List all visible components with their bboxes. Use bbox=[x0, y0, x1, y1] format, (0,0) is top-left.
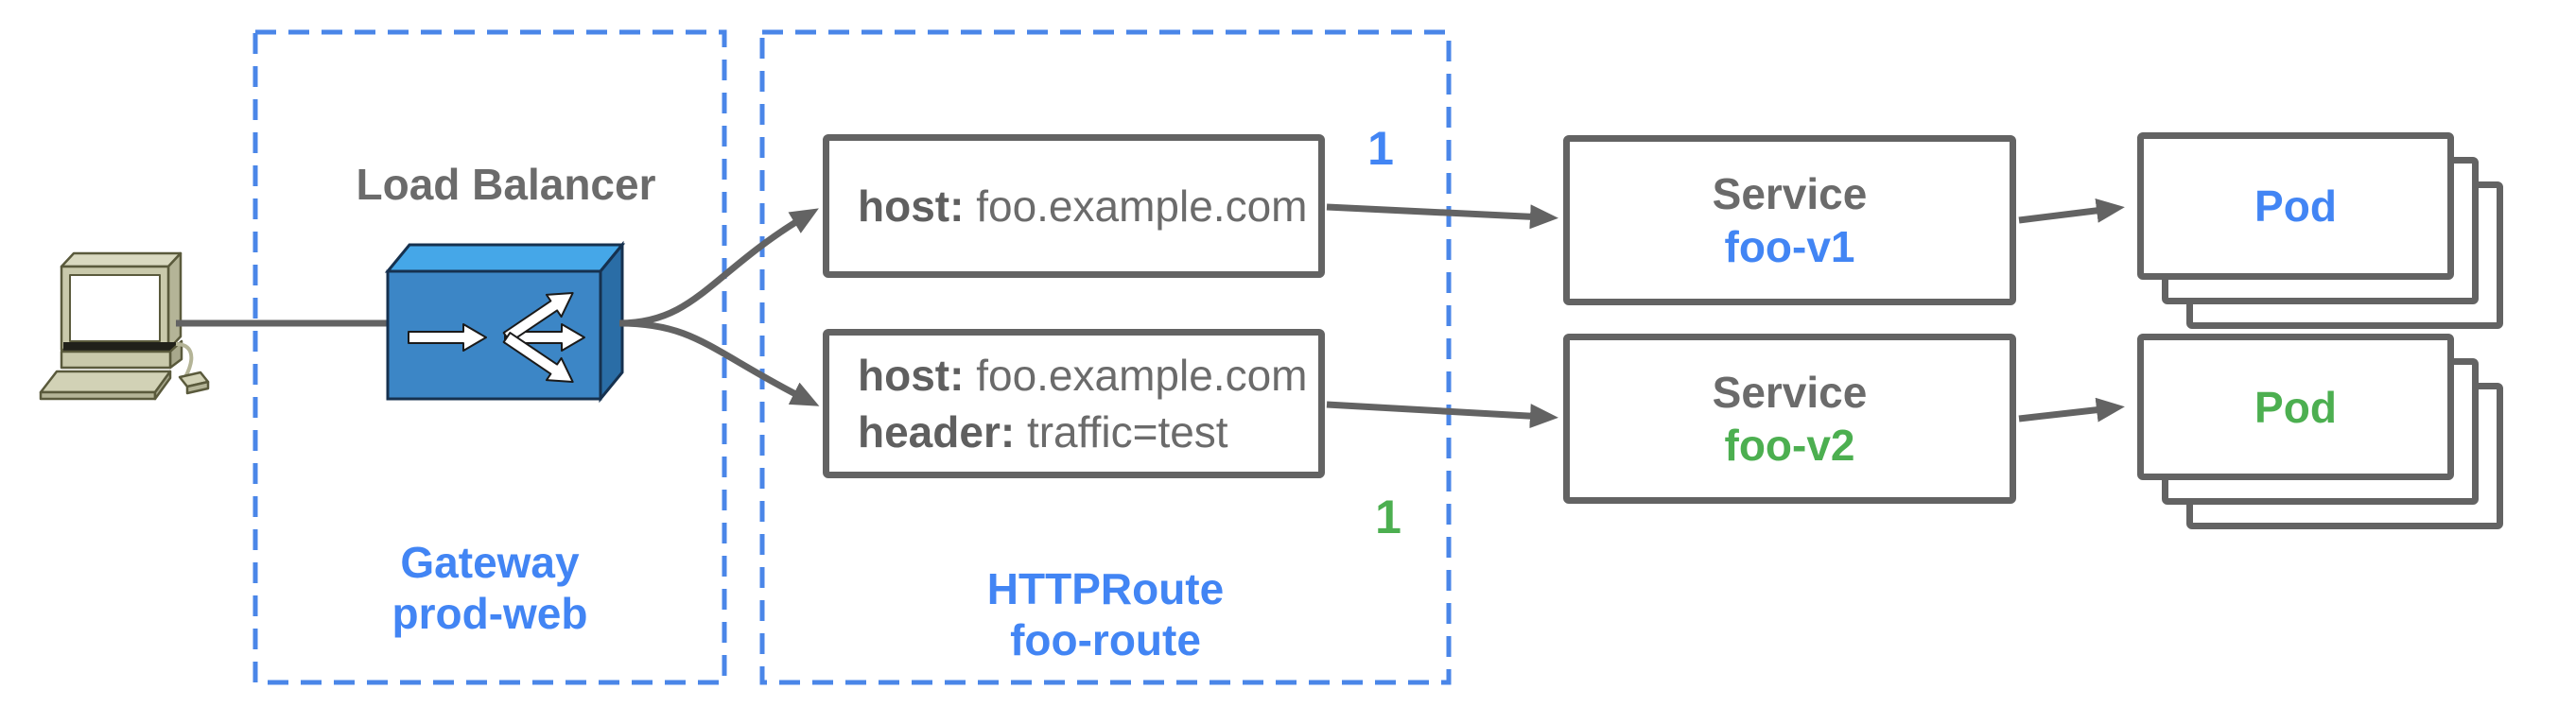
connector-service1-to-pod1 bbox=[2018, 198, 2125, 224]
gateway-label: Gateway prod-web bbox=[255, 537, 724, 639]
rule-1-host-key: host: bbox=[858, 181, 965, 231]
rule-2-host-key: host: bbox=[858, 351, 965, 400]
httproute-rule-1: host: foo.example.com bbox=[823, 134, 1325, 278]
rule-2-host-value: foo.example.com bbox=[976, 351, 1308, 400]
rule-1-match: host: foo.example.com bbox=[858, 178, 1318, 234]
pod-1: Pod bbox=[2137, 132, 2454, 280]
httproute-rule-2: host: foo.example.com header: traffic=te… bbox=[823, 329, 1325, 478]
rule-1-host-value: foo.example.com bbox=[976, 181, 1308, 231]
service-2-name: foo-v2 bbox=[1724, 421, 1855, 470]
connector-service2-to-pod2 bbox=[2018, 397, 2125, 422]
pod-1-label: Pod bbox=[2254, 181, 2337, 231]
gateway-kind: Gateway bbox=[400, 538, 580, 587]
rule-1-weight: 1 bbox=[1367, 122, 1394, 175]
rule-2-weight: 1 bbox=[1375, 491, 1401, 543]
rule-2-header-value: traffic=test bbox=[1026, 407, 1228, 457]
service-1-name: foo-v1 bbox=[1724, 222, 1855, 271]
httproute-kind: HTTPRoute bbox=[986, 564, 1225, 613]
connector-lb-to-rule1 bbox=[618, 208, 819, 327]
service-2-title: Service bbox=[1712, 368, 1868, 417]
gateway-name: prod-web bbox=[392, 589, 588, 638]
connector-rule1-to-service1 bbox=[1326, 203, 1558, 230]
service-foo-v1: Service foo-v1 bbox=[1563, 135, 2016, 305]
service-1-title: Service bbox=[1712, 169, 1868, 218]
rule-2-host-match: host: foo.example.com bbox=[858, 347, 1318, 404]
httproute-name: foo-route bbox=[1010, 615, 1201, 664]
connector-rule2-to-service2 bbox=[1326, 401, 1558, 429]
desktop-computer-icon bbox=[39, 251, 210, 401]
httproute-boundary bbox=[759, 29, 1452, 685]
pod-2: Pod bbox=[2137, 334, 2454, 480]
load-balancer-title: Load Balancer bbox=[356, 160, 656, 209]
pod-2-label: Pod bbox=[2254, 382, 2337, 432]
service-foo-v2: Service foo-v2 bbox=[1563, 334, 2016, 504]
rule-2-header-key: header: bbox=[858, 407, 1016, 457]
load-balancer-icon bbox=[384, 240, 626, 404]
connector-lb-to-rule2 bbox=[618, 319, 820, 406]
httproute-label: HTTPRoute foo-route bbox=[762, 563, 1449, 665]
rule-2-header-match: header: traffic=test bbox=[858, 404, 1318, 460]
